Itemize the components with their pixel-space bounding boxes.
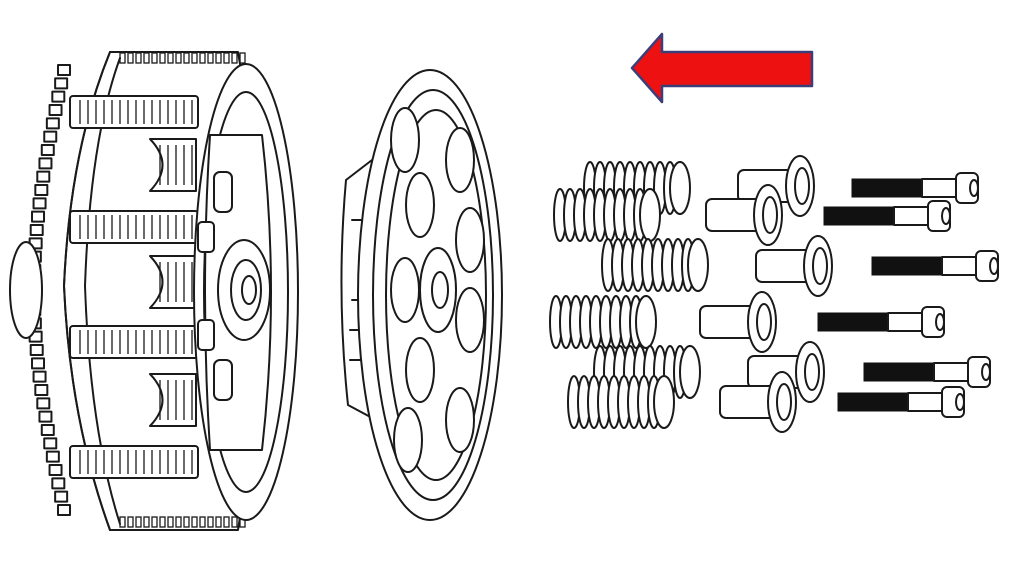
left-arrow-icon	[630, 32, 814, 104]
pressure-plate	[340, 69, 503, 521]
basket-slots	[69, 52, 246, 528]
spring-cup	[755, 235, 833, 297]
gear-tooth	[38, 157, 53, 170]
gear-tooth	[29, 224, 44, 236]
springs	[549, 161, 709, 429]
gear-tooth	[40, 424, 55, 436]
basket-left-rim	[63, 51, 111, 287]
plate-hole	[405, 172, 435, 238]
spring-cups	[699, 155, 833, 433]
gear-tooth	[31, 357, 46, 370]
basket-finger	[149, 255, 197, 309]
basket-finger	[149, 373, 197, 427]
gear-tooth	[48, 464, 63, 476]
bolt	[863, 356, 991, 388]
gear-tooth	[29, 344, 44, 356]
gear-tooth	[43, 130, 58, 143]
plate-hole	[455, 287, 485, 353]
spring-cup	[705, 184, 783, 246]
gear-tooth	[38, 410, 53, 423]
bolt	[837, 386, 965, 418]
basket-rim-teeth	[119, 516, 246, 528]
plate-hole	[455, 207, 485, 273]
basket-rim-teeth	[119, 52, 246, 64]
gear-tooth	[45, 450, 60, 463]
plate-hole	[405, 337, 435, 403]
gear-hub	[9, 241, 43, 339]
basket-hub	[197, 134, 272, 451]
basket-slot	[69, 325, 199, 359]
plate-hole	[445, 387, 475, 453]
gear-tooth	[36, 397, 51, 410]
plate-center-boss	[419, 247, 457, 333]
gear-tooth	[57, 504, 71, 516]
spring-cup	[699, 291, 777, 353]
gear-tooth	[36, 170, 51, 183]
gear-tooth	[31, 210, 46, 223]
gear-tooth	[54, 490, 69, 503]
gear-teeth	[9, 64, 71, 516]
spring	[567, 375, 675, 429]
clutch-basket	[9, 51, 299, 531]
plate-hole	[390, 107, 420, 173]
gear-tooth	[57, 64, 71, 76]
bolt	[851, 172, 979, 204]
plate-hole	[445, 127, 475, 193]
bolt	[823, 200, 951, 232]
plate-hole	[390, 257, 420, 323]
bolt	[817, 306, 945, 338]
bolts	[817, 172, 999, 418]
gear-tooth	[43, 437, 58, 450]
plate-holes	[390, 107, 485, 473]
plate-hole	[393, 407, 423, 473]
gear-tooth	[34, 184, 49, 196]
gear-tooth	[54, 77, 69, 90]
gear-tooth	[32, 370, 47, 383]
spring-cup	[719, 371, 797, 433]
gear-tooth	[45, 117, 60, 130]
gear-tooth	[48, 104, 63, 116]
gear-tooth	[51, 477, 66, 490]
basket-slot	[69, 445, 199, 479]
spring	[553, 188, 661, 242]
gear-tooth	[51, 90, 66, 103]
gear-tooth	[34, 384, 49, 396]
spring	[601, 238, 709, 292]
bolt	[871, 250, 999, 282]
basket-slot	[69, 95, 199, 129]
gear-tooth	[40, 144, 55, 156]
basket-finger	[149, 138, 197, 192]
spring-cup	[737, 155, 815, 217]
gear-tooth	[32, 197, 47, 210]
spring	[549, 295, 657, 349]
basket-slot	[69, 210, 199, 244]
